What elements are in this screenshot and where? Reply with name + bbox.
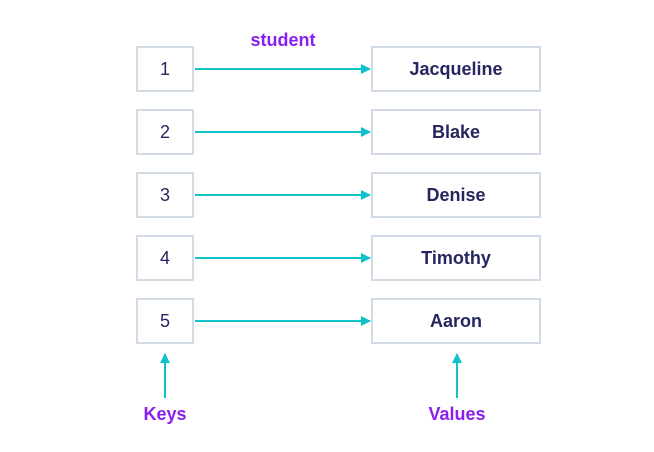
key-text: 1 — [160, 59, 170, 79]
value-box — [371, 235, 541, 281]
values-label: Values — [428, 404, 485, 424]
value-box — [371, 172, 541, 218]
value-text: Timothy — [421, 248, 491, 268]
value-box — [371, 46, 541, 92]
value-box — [371, 298, 541, 344]
key-box — [136, 298, 194, 344]
map-name-label: student — [251, 30, 316, 50]
value-text: Denise — [426, 185, 485, 205]
key-box — [136, 109, 194, 155]
key-text: 5 — [160, 311, 170, 331]
key-text: 2 — [160, 122, 170, 142]
key-box — [136, 235, 194, 281]
value-box — [371, 109, 541, 155]
key-text: 3 — [160, 185, 170, 205]
entries-group: 1 Jacqueline 2 Blake 3 Denise 4 Timothy 5 Aaron — [136, 46, 541, 344]
key-box — [136, 46, 194, 92]
value-text: Aaron — [430, 311, 482, 331]
value-text: Blake — [432, 122, 480, 142]
key-text: 4 — [160, 248, 170, 268]
keys-label: Keys — [143, 404, 186, 424]
key-box — [136, 172, 194, 218]
value-text: Jacqueline — [409, 59, 502, 79]
